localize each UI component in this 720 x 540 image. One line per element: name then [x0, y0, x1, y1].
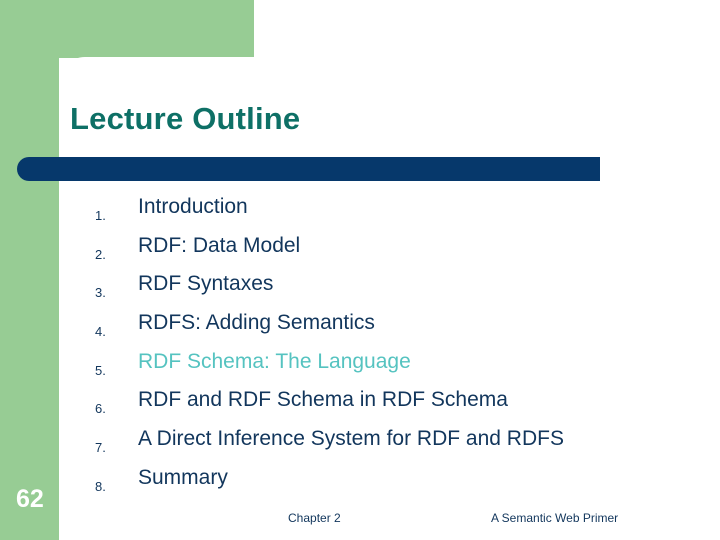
outline-item: 6. RDF and RDF Schema in RDF Schema	[95, 385, 695, 424]
outline-item: 7. A Direct Inference System for RDF and …	[95, 424, 695, 463]
footer-book-title: A Semantic Web Primer	[491, 511, 619, 525]
outline-item-number: 6.	[95, 401, 106, 417]
outline-item-number: 4.	[95, 324, 106, 340]
outline-item-label: RDF and RDF Schema in RDF Schema	[138, 388, 508, 412]
outline-item: 3. RDF Syntaxes	[95, 269, 695, 308]
outline-item-number: 1.	[95, 208, 106, 223]
outline-item: 1. Introduction	[95, 192, 695, 231]
footer-chapter-label: Chapter 2	[288, 511, 341, 525]
outline-item-label: Summary	[138, 465, 228, 489]
outline-item-label: RDF Schema: The Language	[138, 349, 411, 373]
title-underline-bar	[17, 157, 600, 181]
outline-list: 1. Introduction 2. RDF: Data Model 3. RDF Syn…	[95, 192, 695, 502]
outline-item: 8. Summary	[95, 463, 695, 502]
outline-item-number: 7.	[95, 440, 106, 456]
outline-item-number: 5.	[95, 362, 106, 378]
green-top-block-decoration	[0, 0, 254, 58]
white-content-panel	[59, 57, 720, 540]
outline-item-number: 8.	[95, 478, 106, 494]
green-left-strip-decoration	[0, 58, 59, 540]
outline-item-label: A Direct Inference System for RDF and RD…	[138, 427, 564, 451]
outline-item: 2. RDF: Data Model	[95, 231, 695, 270]
page-title: Lecture Outline	[70, 101, 301, 136]
page-number: 62	[16, 485, 44, 513]
outline-item: 5. RDF Schema: The Language	[95, 347, 695, 386]
outline-item: 4. RDFS: Adding Semantics	[95, 308, 695, 347]
outline-item-label: RDFS: Adding Semantics	[138, 311, 375, 335]
outline-item-label: RDF: Data Model	[138, 233, 301, 257]
outline-item-label: RDF Syntaxes	[138, 272, 274, 296]
outline-item-number: 2.	[95, 246, 106, 262]
outline-item-label: Introduction	[138, 195, 248, 218]
outline-item-number: 3.	[95, 285, 106, 301]
